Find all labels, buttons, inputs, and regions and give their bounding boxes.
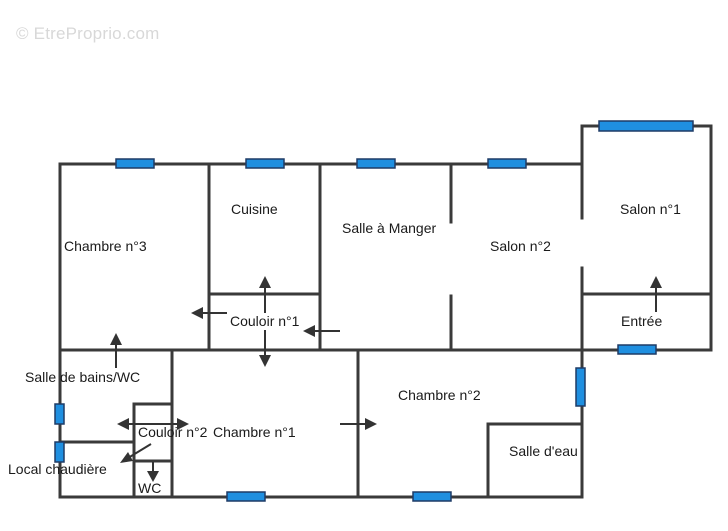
window-chaudiere (54, 441, 65, 463)
window-chambre2 (412, 491, 452, 502)
label-local-chaudiere: Local chaudière (8, 461, 107, 477)
arrow-left-chambre3-icon (191, 307, 203, 319)
label-salle-eau: Salle d'eau (509, 443, 578, 459)
walls (58, 124, 713, 499)
window-chambre1 (226, 491, 266, 502)
arrow-up-cuisine-icon (259, 276, 271, 288)
watermark: © EtreProprio.com (16, 24, 160, 43)
window-salon1 (598, 120, 694, 132)
label-chambre2: Chambre n°2 (398, 387, 481, 403)
arrow-up-bathroom-icon (110, 333, 122, 345)
windows (54, 120, 694, 502)
arrow-shaft (127, 443, 152, 459)
window-chambre3 (115, 158, 155, 169)
arrow-right-couloir2-icon (177, 418, 189, 430)
window-cuisine (245, 158, 285, 169)
arrow-up-salon1-icon (650, 276, 662, 288)
window-salle-manger (356, 158, 396, 169)
arrow-diag-chaudiere-icon (120, 452, 133, 463)
window-chambre2-right (575, 367, 586, 407)
label-cuisine: Cuisine (231, 201, 278, 217)
label-wc: WC (138, 480, 161, 496)
label-salle-manger: Salle à Manger (342, 220, 437, 236)
arrow-left-couloir2-icon (117, 418, 129, 430)
label-chambre3: Chambre n°3 (64, 238, 147, 254)
label-salon2: Salon n°2 (490, 238, 551, 254)
arrow-left-couloir1-icon (303, 325, 315, 337)
arrow-right-chambre2-icon (365, 418, 377, 430)
window-bathroom (54, 403, 65, 425)
room-labels: Chambre n°3 Cuisine Salle à Manger Salon… (8, 201, 681, 496)
arrow-down-icon (259, 355, 271, 367)
label-couloir2: Couloir n°2 (138, 424, 208, 440)
arrows (110, 276, 662, 482)
label-entree: Entrée (621, 313, 662, 329)
arrow-down-wc-icon (147, 471, 159, 482)
label-salon1: Salon n°1 (620, 201, 681, 217)
window-entree (617, 344, 657, 355)
label-chambre1: Chambre n°1 (213, 424, 296, 440)
window-salon2 (487, 158, 527, 169)
label-couloir1: Couloir n°1 (230, 313, 300, 329)
label-salle-bains: Salle de bains/WC (25, 369, 140, 385)
